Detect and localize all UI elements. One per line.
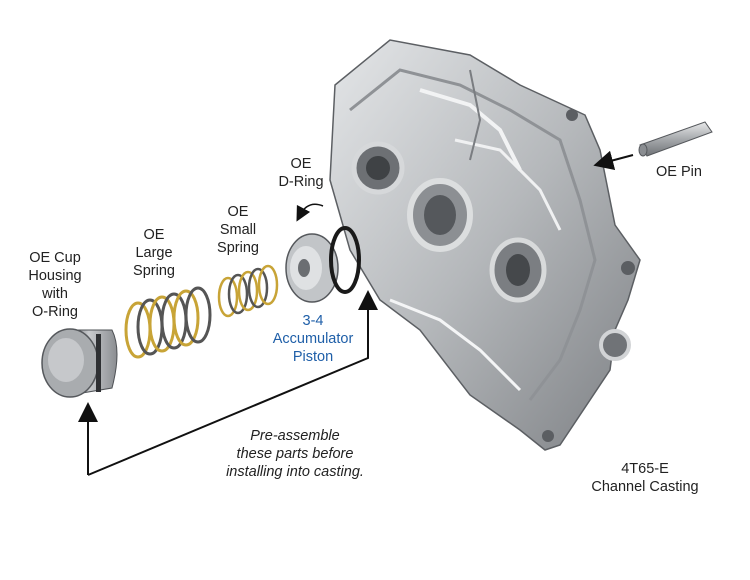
assembly-arrow [87,290,378,476]
d-ring [329,226,361,294]
channel-casting [329,39,641,451]
pin-arrow [593,150,634,171]
small-spring [217,264,279,318]
accumulator-piston [285,233,339,303]
large-spring [124,286,212,359]
oe-pin [638,121,713,157]
d-ring-arrow [296,203,324,222]
oe-cup-housing [41,328,118,398]
oe-pin-label: OE Pin [656,164,702,180]
